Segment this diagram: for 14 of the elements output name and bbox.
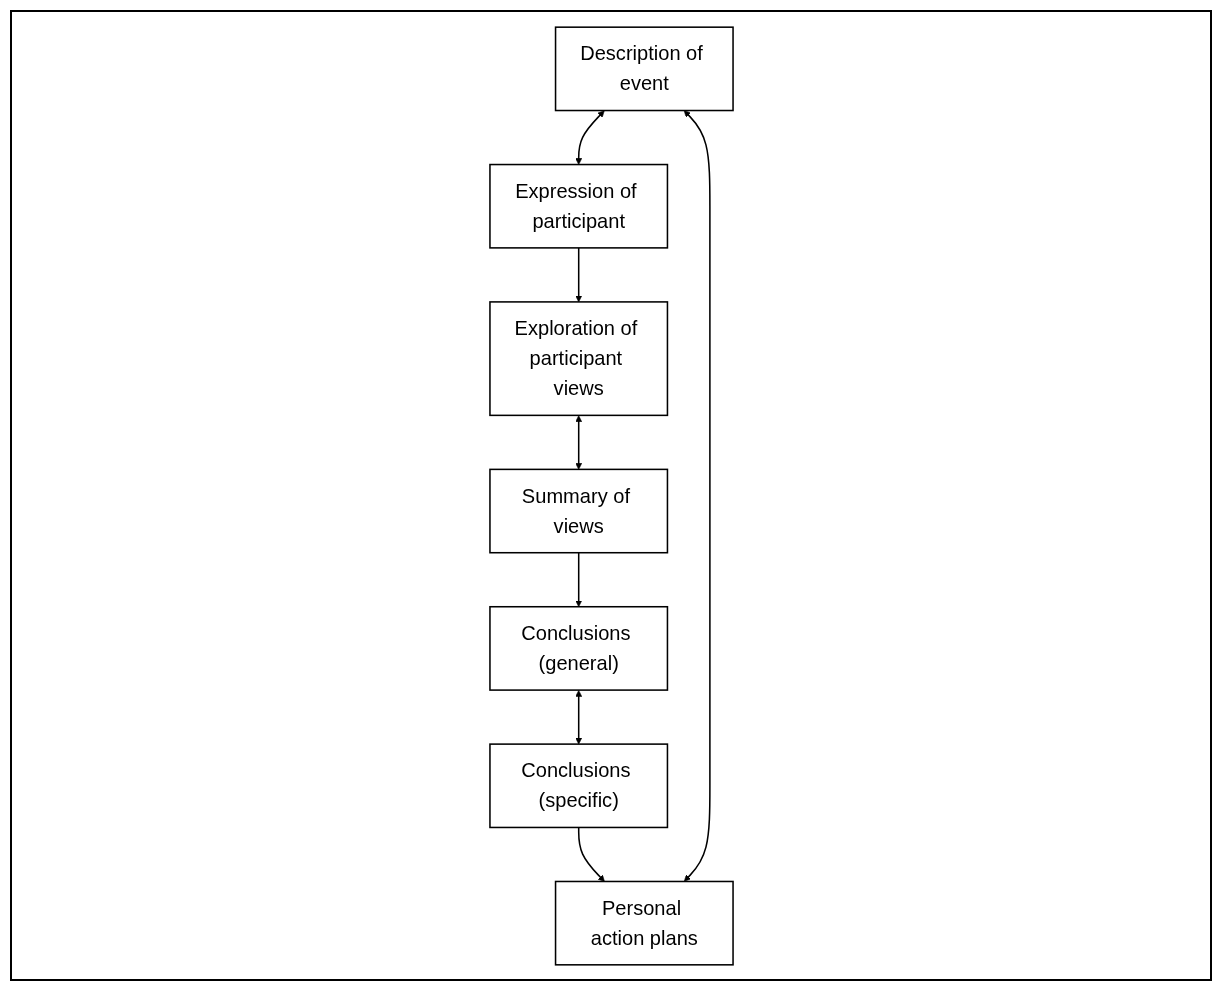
node-box: Exploration of participant views bbox=[488, 300, 668, 416]
node-box: Personal action plans bbox=[554, 880, 734, 966]
node-box: Expression of participant bbox=[488, 163, 668, 249]
arrow bbox=[574, 551, 582, 607]
node-box: Description of event bbox=[554, 25, 734, 111]
node-box: Conclusions (specific) bbox=[488, 742, 668, 828]
arrow bbox=[574, 109, 605, 165]
arrow bbox=[577, 826, 605, 882]
arrow bbox=[574, 246, 582, 302]
arrow bbox=[574, 414, 582, 470]
arrow bbox=[574, 689, 582, 744]
node-box: Conclusions (general) bbox=[488, 605, 668, 691]
node-box: Summary of views bbox=[488, 468, 668, 553]
arrow bbox=[683, 109, 711, 882]
